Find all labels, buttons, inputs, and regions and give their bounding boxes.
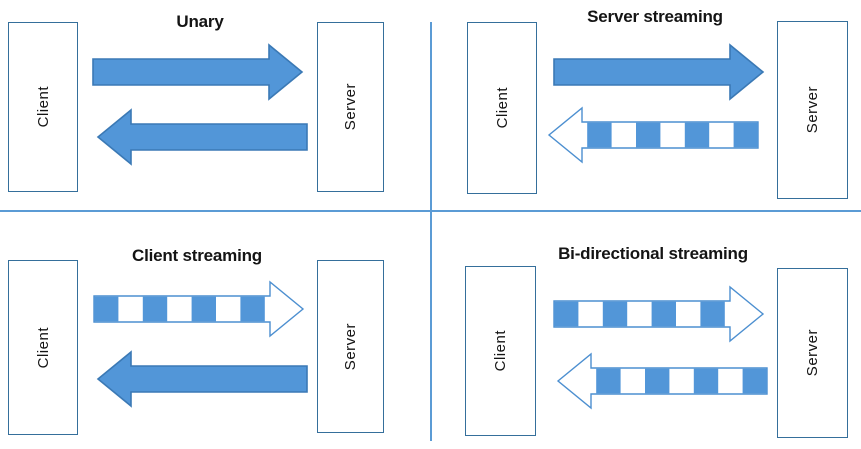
- client-box: Client: [8, 260, 78, 435]
- quadrant-title: Unary: [176, 12, 224, 31]
- quadrant-server-streaming: Server streaming Client Server: [431, 0, 861, 210]
- client-streaming-request-stream-arrow: [93, 280, 305, 338]
- client-box-label: Client: [493, 87, 511, 129]
- client-box: Client: [8, 22, 78, 192]
- server-box: Server: [777, 21, 848, 199]
- bidirectional-request-stream-arrow: [553, 285, 765, 343]
- server-box-label: Server: [342, 83, 359, 131]
- client-box-label: Client: [34, 86, 52, 128]
- client-box-label: Client: [34, 326, 52, 369]
- server-streaming-response-stream-arrow: [547, 106, 759, 164]
- server-box: Server: [777, 268, 848, 438]
- unary-response-arrow: [96, 108, 308, 166]
- server-box-label: Server: [804, 86, 821, 134]
- quadrant-bi-directional-streaming: Bi-directional streaming Client Server: [431, 210, 861, 449]
- quadrant-client-streaming: Client streaming Client Server: [0, 210, 431, 449]
- unary-request-arrow: [92, 43, 304, 101]
- client-box-label: Client: [492, 330, 509, 372]
- client-box: Client: [465, 266, 536, 436]
- quadrant-title: Client streaming: [132, 246, 262, 265]
- client-box: Client: [467, 22, 537, 194]
- client-streaming-response-arrow: [96, 350, 308, 408]
- server-streaming-request-arrow: [553, 43, 765, 101]
- server-box-label: Server: [342, 322, 359, 371]
- server-box-label: Server: [804, 329, 821, 377]
- bidirectional-response-stream-arrow: [556, 352, 768, 410]
- server-box: Server: [317, 22, 384, 192]
- server-box: Server: [317, 260, 384, 433]
- horizontal-divider-line: [0, 210, 861, 212]
- quadrant-title: Server streaming: [587, 7, 723, 26]
- quadrant-title: Bi-directional streaming: [558, 244, 748, 263]
- vertical-divider-line: [430, 22, 432, 441]
- quadrant-unary: Unary Client Server: [0, 0, 431, 210]
